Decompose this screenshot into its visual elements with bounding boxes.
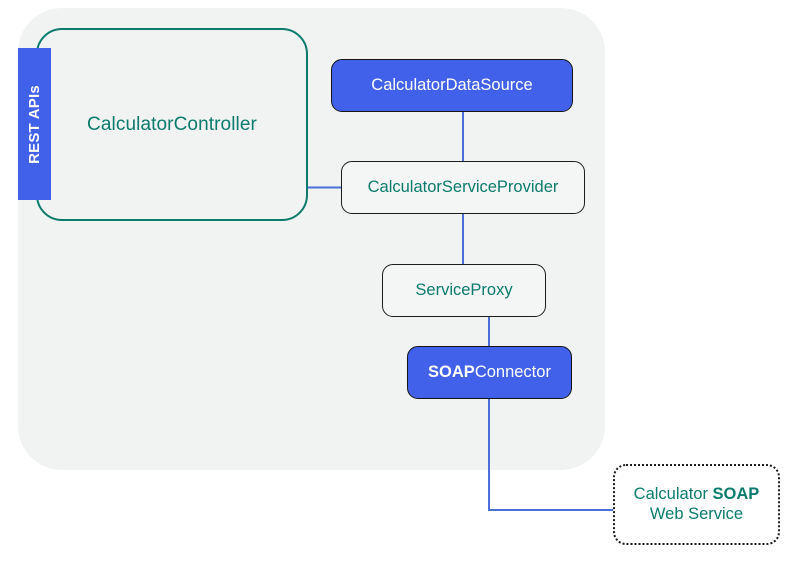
- node-service-proxy[interactable]: ServiceProxy: [382, 264, 546, 317]
- node-calculator-data-source-label: CalculatorDataSource: [371, 75, 533, 94]
- controller-label: CalculatorController: [87, 113, 257, 135]
- controller-container[interactable]: CalculatorController: [36, 28, 308, 221]
- node-calculator-service-provider[interactable]: CalculatorServiceProvider: [341, 161, 585, 214]
- node-calculator-soap-web-service[interactable]: Calculator SOAP Web Service: [613, 464, 780, 545]
- link-soapconnector-to-webservice: [488, 399, 614, 511]
- web-service-label-prefix: Calculator: [633, 485, 713, 504]
- node-service-proxy-label: ServiceProxy: [415, 280, 513, 299]
- node-soap-connector[interactable]: SOAPConnector: [407, 346, 572, 399]
- node-soap-connector-label-rest: Connector: [474, 362, 551, 381]
- node-soap-connector-label-bold: SOAP: [428, 362, 475, 381]
- web-service-label-bold: SOAP: [712, 485, 760, 504]
- web-service-label-line-1: Calculator SOAP: [634, 485, 760, 504]
- web-service-label-line-2: Web Service: [649, 504, 744, 523]
- rest-apis-ribbon[interactable]: REST APIs: [18, 48, 51, 200]
- rest-apis-label: REST APIs: [26, 84, 44, 164]
- node-calculator-data-source[interactable]: CalculatorDataSource: [331, 59, 573, 112]
- node-calculator-service-provider-label: CalculatorServiceProvider: [367, 177, 559, 196]
- node-soap-connector-label: SOAPConnector: [428, 363, 551, 382]
